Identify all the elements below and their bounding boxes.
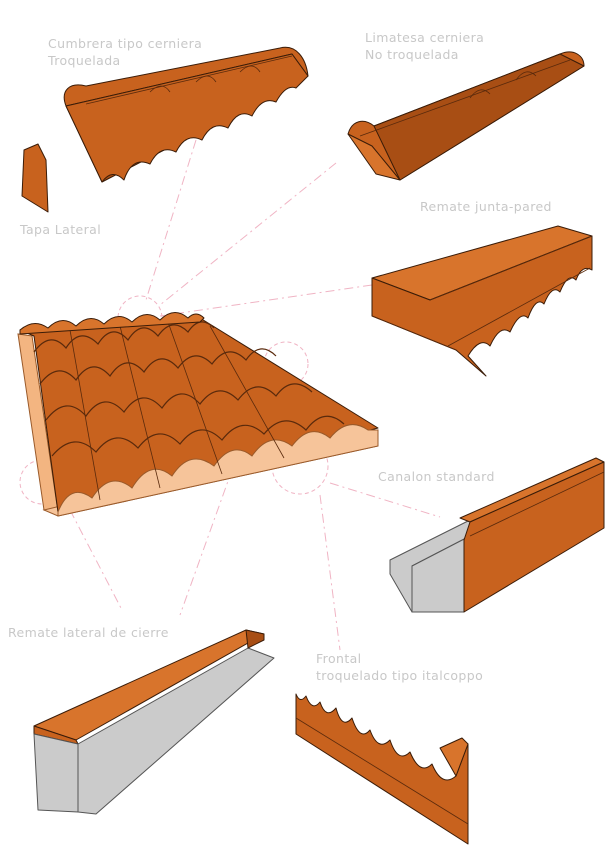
label-remate-junta: Remate junta-pared xyxy=(420,199,552,215)
label-frontal-line2: troquelado tipo italcoppo xyxy=(316,668,483,684)
remate-junta-piece xyxy=(372,226,592,376)
label-tapa-lateral: Tapa Lateral xyxy=(20,222,101,238)
guide-limatesa xyxy=(160,163,336,305)
frontal-piece xyxy=(296,694,468,844)
limatesa-piece xyxy=(348,52,584,180)
label-limatesa-line2: No troquelada xyxy=(365,47,459,63)
remate-lateral-piece xyxy=(34,630,274,814)
label-frontal-line1: Frontal xyxy=(316,651,362,667)
label-remate-lateral: Remate lateral de cierre xyxy=(8,625,169,641)
guide-frontal xyxy=(320,495,340,650)
guide-remate-junta xyxy=(160,285,372,316)
label-cumbrera-line1: Cumbrera tipo cerniera xyxy=(48,36,202,52)
roof-panel xyxy=(18,312,378,516)
label-canalon: Canalon standard xyxy=(378,469,495,485)
guide-canalon xyxy=(330,483,440,517)
label-cumbrera-line2: Troquelada xyxy=(48,53,121,69)
guide-remate-lateral-b xyxy=(180,470,232,615)
label-limatesa-line1: Limatesa cerniera xyxy=(365,30,484,46)
guide-remate-lateral-a xyxy=(70,510,122,610)
guide-cumbrera xyxy=(146,140,196,300)
tapa-lateral-piece xyxy=(22,144,48,212)
